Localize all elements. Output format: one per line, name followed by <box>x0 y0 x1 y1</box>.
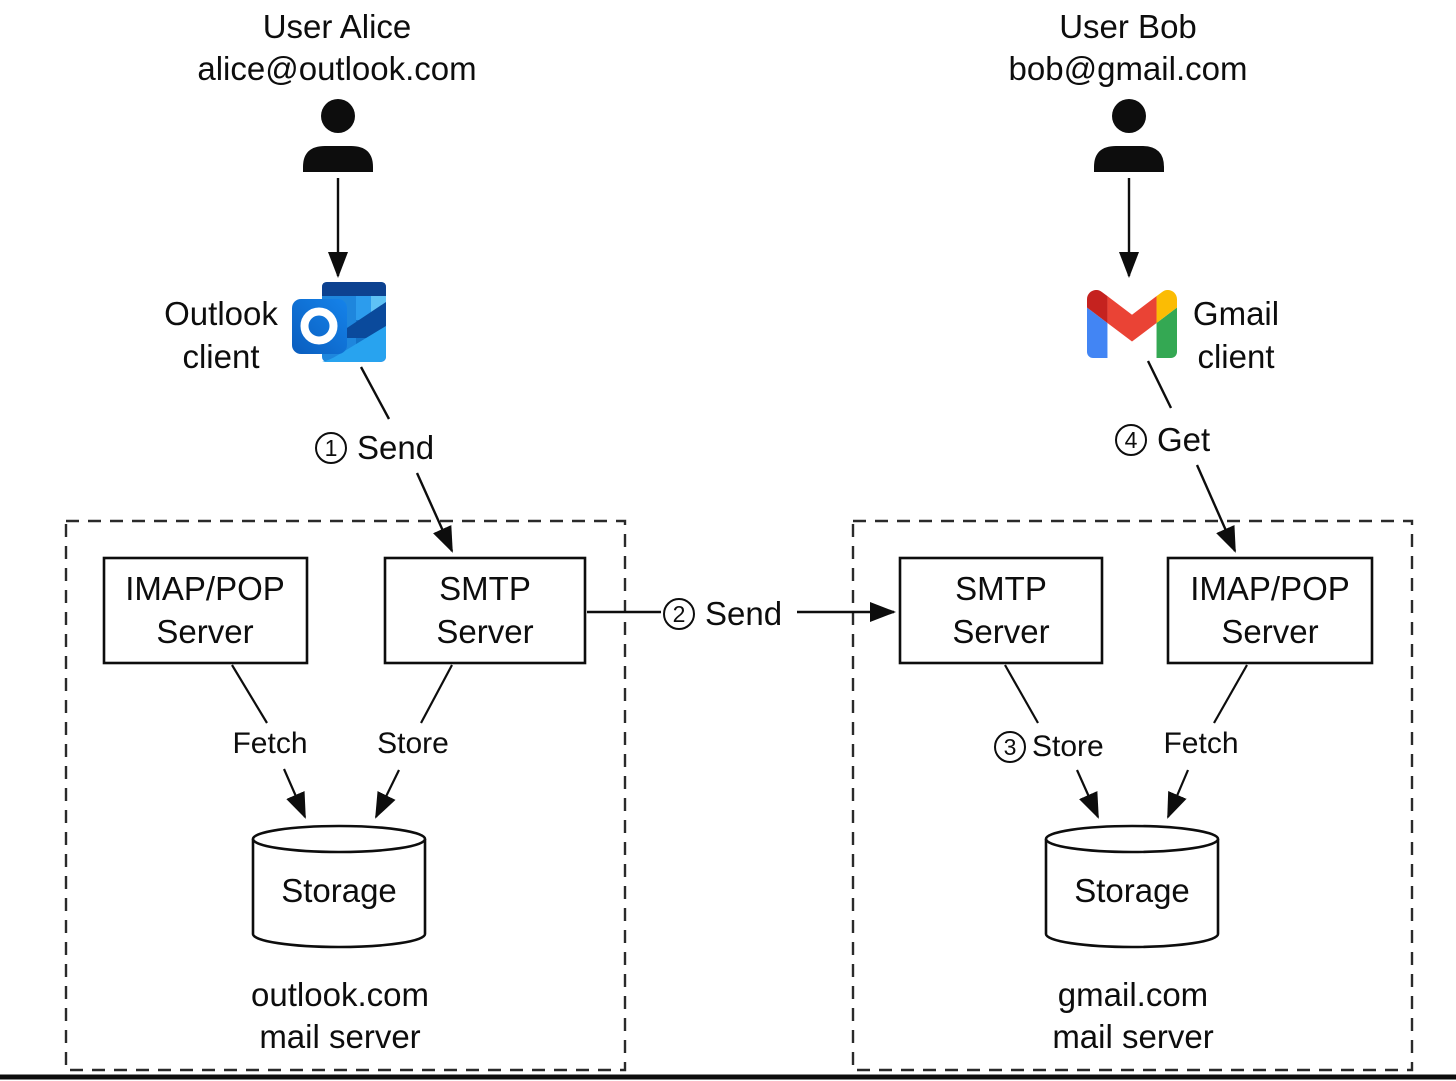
fetch-label-left: Fetch <box>232 727 308 760</box>
imap-pop-server-box-right <box>1166 556 1374 665</box>
step-2-send-label: 2 Send <box>663 596 782 632</box>
send1-line-lower <box>415 472 454 553</box>
step-2-number: 2 <box>663 598 695 630</box>
step-3-number: 3 <box>994 731 1026 763</box>
smtp-left-line1: SMTP <box>439 570 531 607</box>
gmail-mail-server-boundary <box>851 519 1414 1072</box>
get4-line-upper <box>1146 360 1173 409</box>
step-4-number: 4 <box>1115 424 1147 456</box>
outlook-caption-line2: mail server <box>259 1018 421 1055</box>
step-4-get-label: 4 Get <box>1115 422 1210 458</box>
user-bob-title: User Bob <box>1059 8 1197 45</box>
step-4-text: Get <box>1157 421 1211 458</box>
fetch-left-to-storage-arrow <box>282 768 307 819</box>
user-bob-header: User Bob bob@gmail.com <box>1009 6 1248 90</box>
imap-pop-server-box-left <box>102 556 309 665</box>
outlook-icon <box>292 282 386 362</box>
storage-cylinder-right <box>1044 824 1220 949</box>
imap-left-line2: Server <box>156 613 254 650</box>
step-3-text: Store <box>1032 730 1104 763</box>
bob-person-icon <box>1094 99 1164 172</box>
outlook-client-line1: Outlook <box>164 295 278 332</box>
store-right-to-storage-arrow <box>1075 769 1100 819</box>
smtp-left-line2: Server <box>436 613 534 650</box>
smtp-server-label-right: SMTP Server <box>952 567 1049 653</box>
gmail-client-label: Gmail client <box>1193 292 1279 378</box>
gmail-mail-server-caption: gmail.com mail server <box>1052 974 1213 1058</box>
gmail-client-line2: client <box>1197 338 1275 375</box>
outlook-caption-line1: outlook.com <box>251 976 429 1013</box>
smtp-right-to-store-line <box>1004 664 1039 724</box>
smtp-right-line1: SMTP <box>955 570 1047 607</box>
step-1-number: 1 <box>315 432 347 464</box>
smtp-server-label-left: SMTP Server <box>436 567 533 653</box>
smtp-right-line2: Server <box>952 613 1050 650</box>
user-alice-header: User Alice alice@outlook.com <box>197 6 476 90</box>
gmail-icon <box>1087 290 1177 358</box>
imap-left-to-fetch-line <box>231 664 268 724</box>
storage-label-left: Storage <box>281 872 397 909</box>
step-1-text: Send <box>357 429 435 466</box>
step-1-send-label: 1 Send <box>315 430 434 466</box>
outlook-mail-server-caption: outlook.com mail server <box>251 974 429 1058</box>
user-alice-email: alice@outlook.com <box>197 50 477 87</box>
smtp-server-box-right <box>898 556 1104 665</box>
fetch-right-to-storage-arrow <box>1166 769 1190 819</box>
outlook-client-line2: client <box>182 338 260 375</box>
imap-right-line2: Server <box>1221 613 1319 650</box>
user-alice-title: User Alice <box>262 8 412 45</box>
smtp-server-box-left <box>383 556 587 665</box>
outlook-mail-server-boundary <box>64 519 627 1072</box>
gmail-client-line1: Gmail <box>1192 295 1280 332</box>
step-3-store-label: 3 Store <box>994 729 1104 765</box>
imap-right-line1: IMAP/POP <box>1190 570 1350 607</box>
store-label-left: Store <box>377 727 449 760</box>
imap-right-to-fetch-line <box>1213 664 1248 724</box>
step-2-text: Send <box>705 595 783 632</box>
storage-cylinder-left <box>251 824 427 949</box>
imap-pop-server-label-left: IMAP/POP Server <box>125 567 285 653</box>
outlook-client-label: Outlook client <box>164 292 278 378</box>
alice-person-icon <box>303 99 373 172</box>
gmail-caption-line1: gmail.com <box>1057 976 1209 1013</box>
send1-line-upper <box>359 366 391 420</box>
user-bob-email: bob@gmail.com <box>1008 50 1248 87</box>
imap-left-line1: IMAP/POP <box>125 570 285 607</box>
imap-pop-server-label-right: IMAP/POP Server <box>1190 567 1350 653</box>
storage-label-right: Storage <box>1074 872 1190 909</box>
fetch-label-right: Fetch <box>1163 727 1239 760</box>
get4-line-lower <box>1195 464 1237 553</box>
store-left-to-storage-arrow <box>375 769 400 819</box>
gmail-caption-line2: mail server <box>1052 1018 1214 1055</box>
smtp-left-to-store-line <box>420 664 453 724</box>
